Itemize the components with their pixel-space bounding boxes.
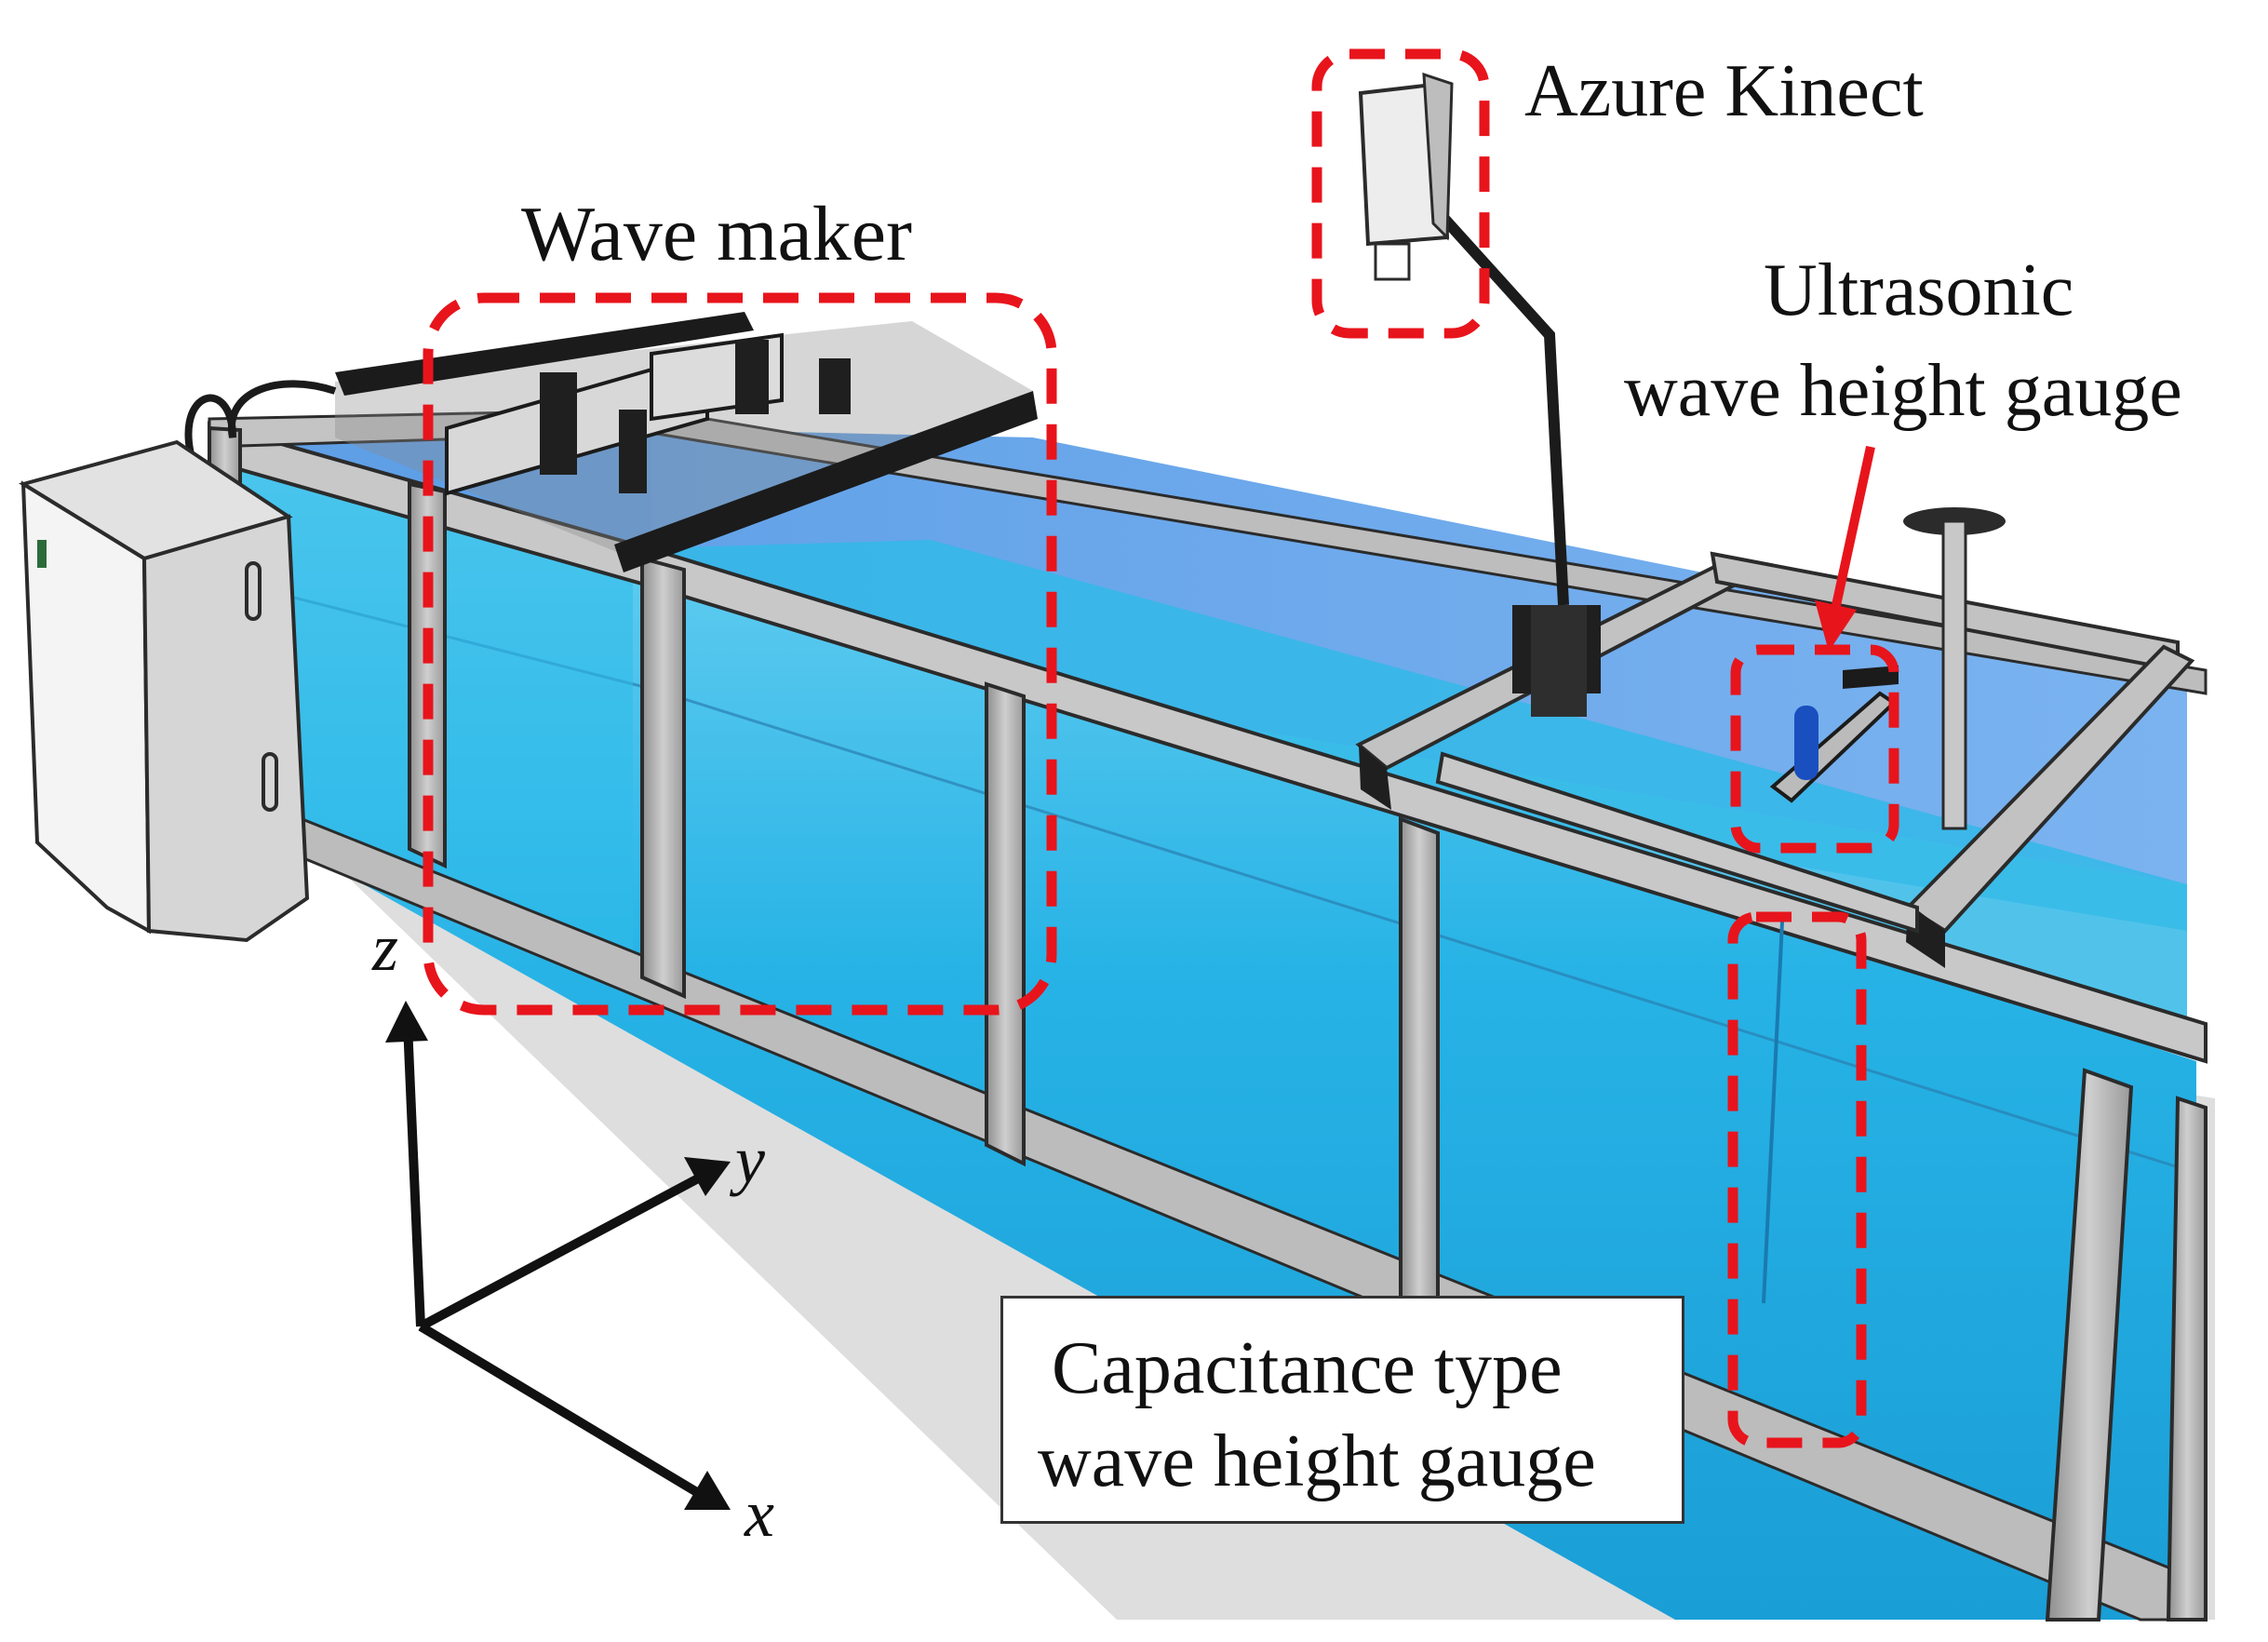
ultrasonic-arrow [1815,445,1875,652]
y-arrowhead [684,1157,731,1196]
control-cabinet [19,439,310,943]
y-axis-line [418,1173,703,1331]
capacitance-gauge-device [1762,921,1784,1304]
z-axis-line [403,1023,425,1327]
x-axis-label: x [745,1476,774,1551]
y-axis-label: y [735,1123,765,1197]
ultrasonic-gauge-label-line2: wave height gauge [1624,350,2182,432]
capacitance-gauge-highlight [1727,911,1867,1448]
ultrasonic-gauge-label-line1: Ultrasonic [1764,249,2074,331]
azure-kinect-label: Azure Kinect [1524,50,1924,132]
azure-kinect-device [1358,72,1569,606]
capacitance-gauge-label-line2: wave height gauge [1038,1420,1596,1502]
coordinate-axes [403,1023,703,1499]
wave-maker-highlight [423,292,1057,1016]
x-axis-line [418,1322,703,1499]
wave-maker-carriage [184,312,1038,572]
axis-arrowheads [385,1001,731,1510]
z-arrowhead [385,1001,428,1043]
z-axis-label: z [372,910,399,985]
highlight-boxes [423,48,1899,1448]
wave-maker-label: Wave maker [521,191,912,277]
x-arrowhead [684,1471,731,1510]
capacitance-gauge-label-line1: Capacitance type [1052,1327,1563,1409]
ultrasonic-gauge-highlight [1730,644,1899,854]
capacitance-gauge-label-box [1000,1296,1684,1524]
azure-kinect-highlight [1311,48,1490,339]
ultrasonic-gauge-device [1769,507,2006,830]
